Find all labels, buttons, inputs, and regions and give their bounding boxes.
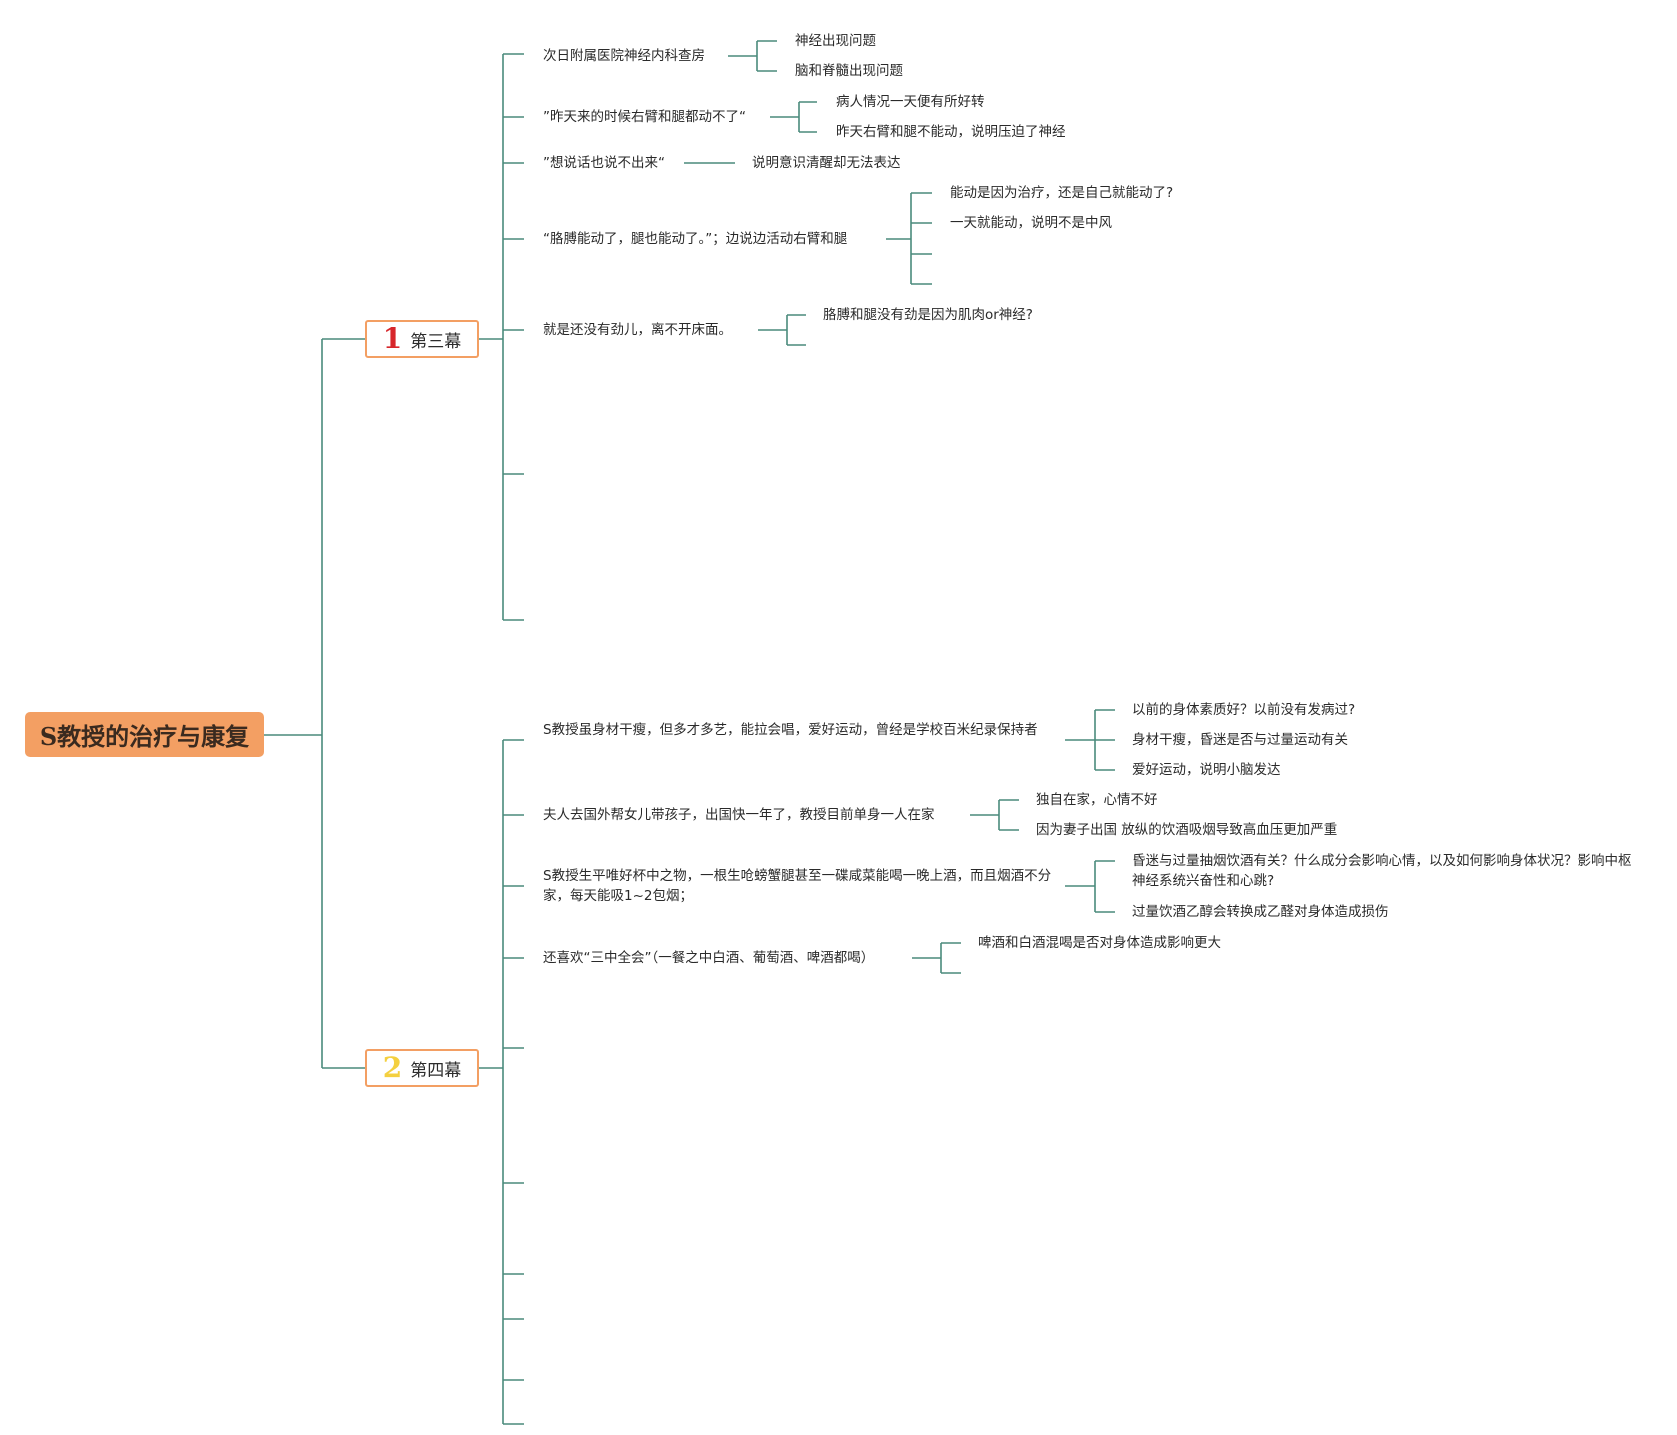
subtopic-prior-health[interactable]: 以前的身体素质好？以前没有发病过? [1132,702,1356,718]
subtopic-not-stroke[interactable]: 一天就能动，说明不是中风 [950,215,1112,231]
subtopic-muscle-or-nerve[interactable]: 胳膊和腿没有劲是因为肌肉or神经? [823,307,1033,323]
topic-no-strength[interactable]: 就是还没有劲儿，离不开床面。 [543,322,732,338]
branch-act-four[interactable]: 2 第四幕 [365,1049,479,1087]
branch-act-four-label: 第四幕 [410,1060,462,1081]
number-badge-1: 1 [382,322,403,355]
subtopic-nerve-compressed[interactable]: 昨天右臂和腿不能动，说明压迫了神经 [836,124,1066,140]
topic-cannot-speak[interactable]: ”想说话也说不出来“ [543,155,665,171]
topic-ward-round[interactable]: 次日附属医院神经内科查房 [543,48,705,64]
subtopic-brain-spine-problem[interactable]: 脑和脊髓出现问题 [795,63,903,79]
subtopic-nerve-problem[interactable]: 神经出现问题 [795,33,876,49]
subtopic-conscious[interactable]: 说明意识清醒却无法表达 [752,155,901,171]
topic-could-not-move[interactable]: ”昨天来的时候右臂和腿都动不了“ [543,109,746,125]
branch-act-three[interactable]: 1 第三幕 [365,320,479,358]
subtopic-cerebellum[interactable]: 爱好运动，说明小脑发达 [1132,762,1281,778]
topic-can-move-now[interactable]: “胳膊能动了，腿也能动了。”；边说边活动右臂和腿 [543,231,848,247]
number-badge-2: 2 [382,1051,403,1084]
subtopic-exercise-coma[interactable]: 身材干瘦，昏迷是否与过量运动有关 [1132,732,1348,748]
root-topic[interactable]: S教授的治疗与康复 [25,712,264,757]
subtopic-mixed-drinks[interactable]: 啤酒和白酒混喝是否对身体造成影响更大 [978,935,1221,951]
subtopic-blood-pressure[interactable]: 因为妻子出国 放纵的饮酒吸烟导致高血压更加严重 [1036,822,1338,838]
subtopic-mood[interactable]: 独自在家，心情不好 [1036,792,1158,808]
topic-professor-profile[interactable]: S教授虽身材干瘦，但多才多艺，能拉会唱，爱好运动，曾经是学校百米纪录保持者 [543,722,1038,738]
subtopic-improved[interactable]: 病人情况一天便有所好转 [836,94,985,110]
topic-three-drinks[interactable]: 还喜欢“三中全会”（一餐之中白酒、葡萄酒、啤酒都喝） [543,950,875,966]
subtopic-treatment-or-self[interactable]: 能动是因为治疗，还是自己就能动了? [950,185,1174,201]
subtopic-acetaldehyde[interactable]: 过量饮酒乙醇会转换成乙醛对身体造成损伤 [1132,904,1389,920]
topic-drinking-smoking[interactable]: S教授生平唯好杯中之物，一根生呛螃蟹腿甚至一碟咸菜能喝一晚上酒，而且烟酒不分家，… [543,868,1052,904]
branch-act-three-label: 第三幕 [410,331,462,352]
topic-living-alone[interactable]: 夫人去国外帮女儿带孩子，出国快一年了，教授目前单身一人在家 [543,807,935,823]
subtopic-smoking-drinking-coma[interactable]: 昏迷与过量抽烟饮酒有关？什么成分会影响心情，以及如何影响身体状况？影响中枢神经系… [1132,853,1632,889]
root-topic-label: S教授的治疗与康复 [39,722,250,751]
